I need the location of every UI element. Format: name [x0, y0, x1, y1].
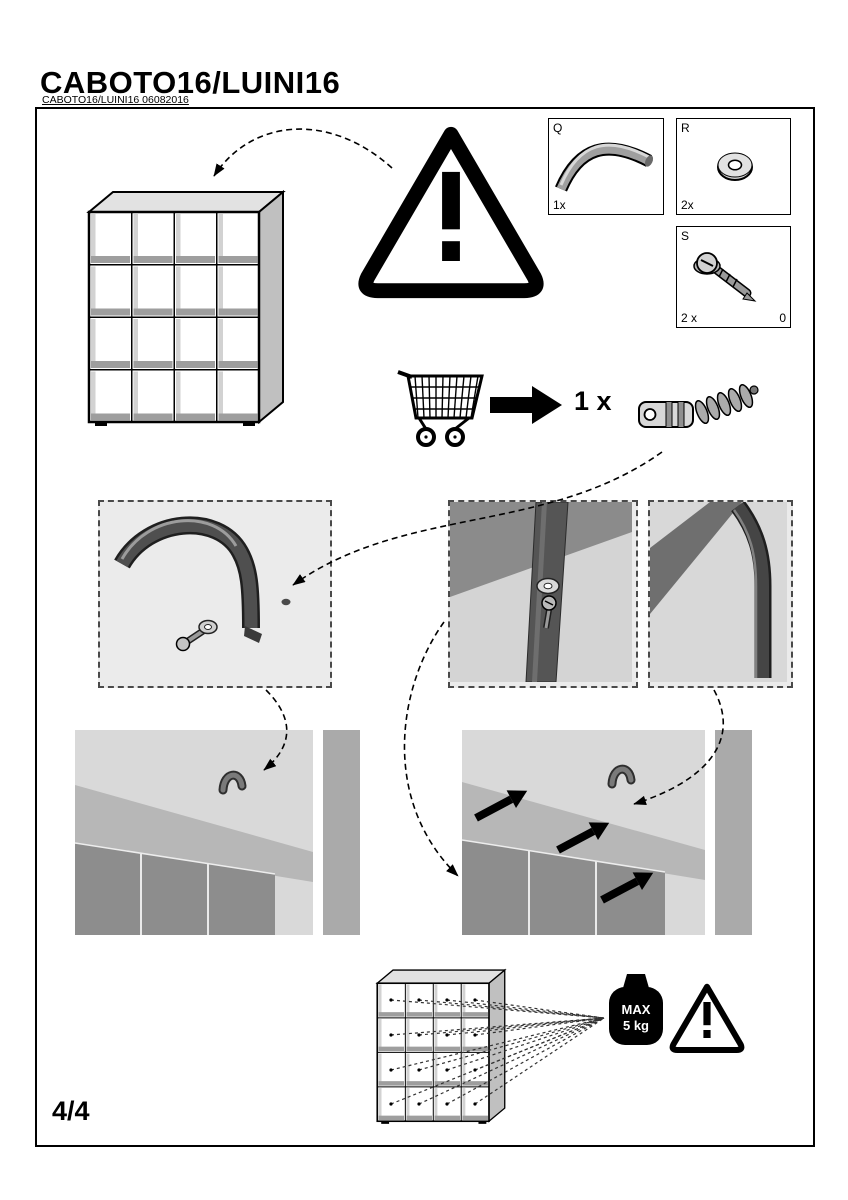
screw-icon — [693, 252, 757, 302]
page-title: CABOTO16/LUINI16 — [40, 64, 341, 100]
warning-triangle-icon — [352, 116, 550, 308]
shelf-load-dots — [389, 998, 477, 1106]
wall-strap-icon — [555, 142, 654, 192]
pilot-hole — [281, 598, 291, 606]
detail-box-strap-assembly — [98, 500, 332, 688]
cabinet-front — [462, 840, 665, 935]
part-label-r: R — [681, 121, 690, 135]
max-load-text-2: 5 kg — [623, 1018, 649, 1033]
detail-box-strap-on-wall — [648, 500, 793, 688]
wall-column — [323, 730, 360, 935]
strap-hook-icon — [607, 764, 636, 789]
screw-head — [175, 636, 191, 652]
panel-attach-right — [462, 730, 752, 935]
parts-box-q: Q 1x — [548, 118, 664, 215]
cabinet-top-surface — [75, 785, 313, 882]
part-label-q: Q — [553, 121, 563, 135]
part-corner-note: 0 — [779, 311, 786, 325]
proceed-arrow-icon — [490, 386, 562, 424]
strap-on-wall-drawing — [650, 502, 787, 682]
strap-hook-icon — [218, 770, 247, 795]
washer-icon — [717, 152, 753, 181]
shopping-cart-icon — [397, 370, 484, 447]
parts-box-r: R 2x — [676, 118, 791, 215]
wall-column — [715, 730, 752, 935]
part-qty-r: 2x — [681, 198, 694, 212]
parts-box-s: S 2 x 0 — [676, 226, 791, 328]
part-label-s: S — [681, 229, 690, 243]
purchase-quantity: 1 x — [574, 386, 612, 416]
wall-plug-anchor-icon — [638, 383, 759, 428]
push-arrow — [600, 872, 654, 904]
warning-triangle-small-icon — [664, 982, 750, 1056]
max-load-text-1: MAX — [622, 1002, 651, 1017]
push-arrow — [474, 790, 528, 822]
cabinet-top-surface — [462, 782, 705, 880]
part-qty-s: 2 x — [681, 311, 698, 325]
bookcase-small-illustration — [372, 958, 605, 1136]
doc-code: CABOTO16/LUINI16 06082016 — [42, 94, 189, 106]
bookcase-illustration — [80, 185, 292, 427]
content-frame — [35, 107, 815, 1147]
strap-on-top-drawing — [450, 502, 632, 682]
strap-assembly-drawing — [114, 516, 291, 652]
part-qty-q: 1x — [553, 198, 566, 212]
cabinet-front — [75, 843, 275, 935]
max-load-weight-icon: MAX 5 kg — [609, 974, 663, 1045]
page-number: 4/4 — [52, 1096, 90, 1126]
detail-box-strap-on-top — [448, 500, 638, 688]
push-arrow — [556, 822, 610, 854]
panel-attach-left — [75, 730, 360, 935]
load-fan-lines — [390, 999, 605, 1105]
